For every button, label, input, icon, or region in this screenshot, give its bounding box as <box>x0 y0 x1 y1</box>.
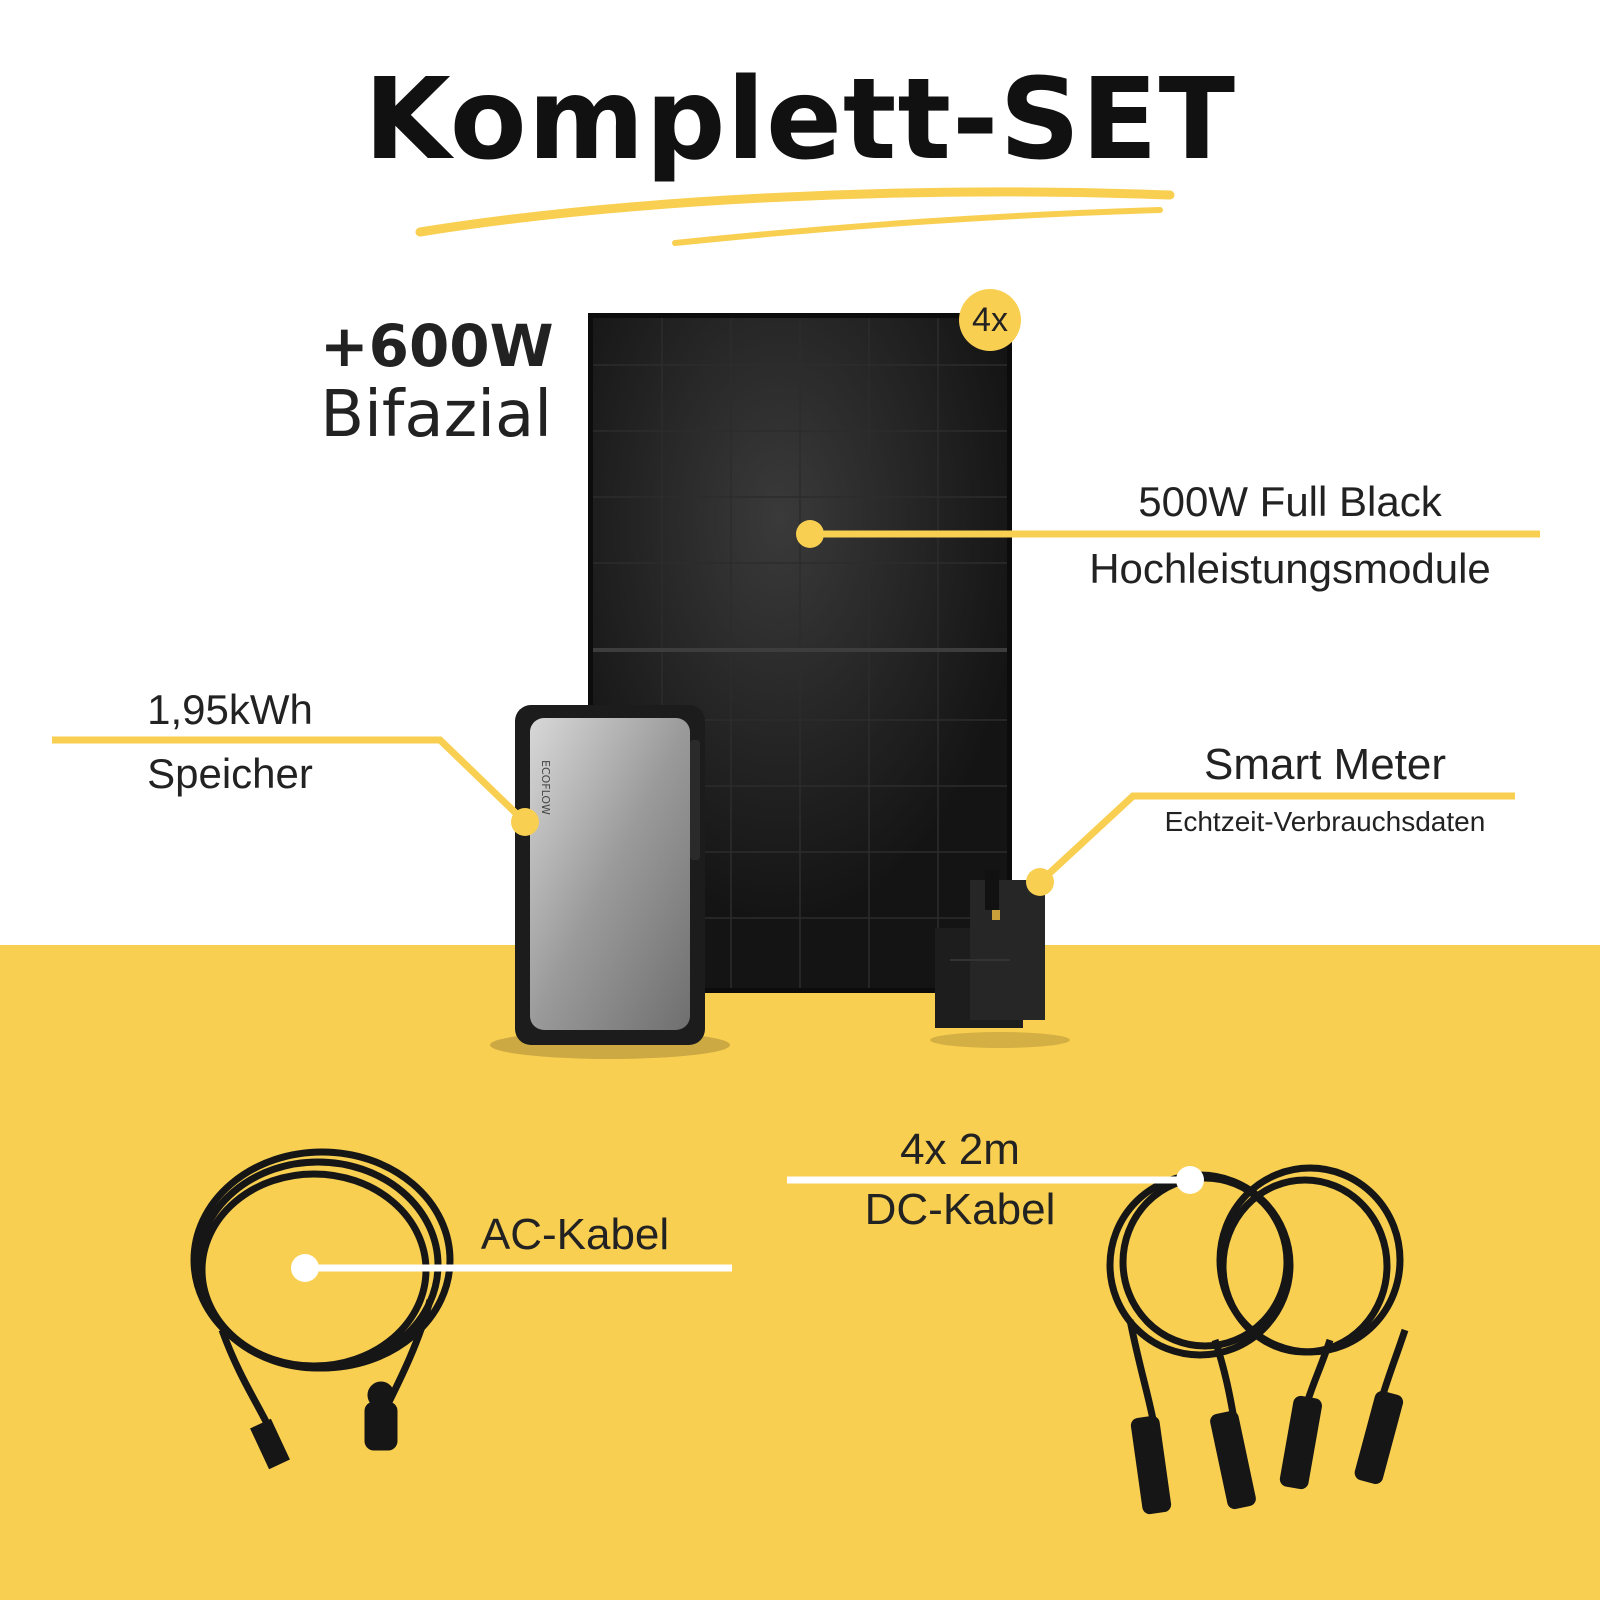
panel-count-badge: 4x <box>959 289 1021 351</box>
battery-callout <box>52 736 539 836</box>
dc-cable-label-line2: DC-Kabel <box>864 1185 1056 1234</box>
ac-cable-label: AC-Kabel <box>480 1210 670 1259</box>
dc-cable-label-line1: 4x 2m <box>900 1125 1020 1174</box>
ac-cable <box>190 1148 454 1470</box>
yellow-floor-background <box>0 945 1600 1600</box>
dc-cables <box>1106 1164 1409 1515</box>
page-title: Komplett-SET <box>363 55 1237 185</box>
battery-brand-mark: ECOFLOW <box>539 760 552 815</box>
smart-meter <box>930 870 1070 1048</box>
title-underline <box>415 187 1175 246</box>
dc-callout <box>787 1166 1204 1194</box>
meter-label-line2: Echtzeit-Verbrauchsdaten <box>1164 806 1486 837</box>
panel-label-line2: Hochleistungsmodule <box>1089 545 1491 592</box>
battery-label-line1: 1,95kWh <box>147 686 313 733</box>
power-value: +600W <box>320 312 554 380</box>
meter-label-line1: Smart Meter <box>1203 740 1447 789</box>
panel-label-line1: 500W Full Black <box>1138 478 1442 525</box>
battery-label-line2: Speicher <box>147 750 313 797</box>
battery-unit: ECOFLOW <box>490 705 730 1059</box>
meter-callout <box>1026 792 1515 896</box>
panel-callout <box>796 520 1540 548</box>
power-type: Bifazial <box>320 378 552 452</box>
ac-callout <box>291 1254 732 1282</box>
